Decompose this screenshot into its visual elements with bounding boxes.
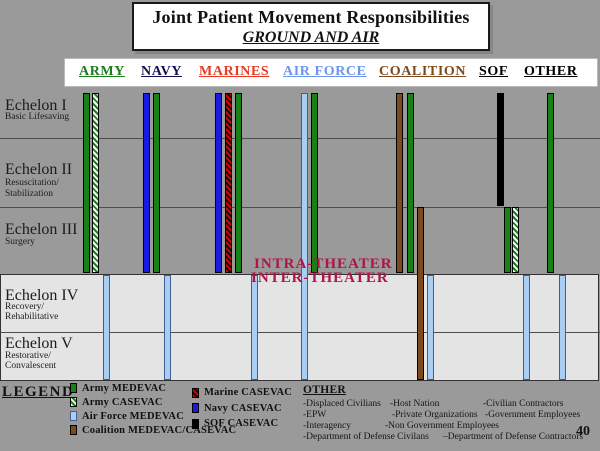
- legend-label-sof_casevac: SOF CASEVAC: [204, 418, 279, 430]
- intra-theater-label: INTRA-THEATER: [254, 256, 393, 272]
- bar-air-force-army_medevac: [311, 93, 318, 273]
- bar-air-force-af_medevac: [301, 93, 308, 380]
- legend-label-army_medevac: Army MEDEVAC: [82, 382, 167, 394]
- legend-swatch-navy_casevac: [192, 403, 199, 414]
- legend-label-af_medevac: Air Force MEDEVAC: [82, 410, 184, 422]
- legend-item-army_casevac: Army CASEVAC: [70, 395, 236, 409]
- echelon-sub-3-1: Surgery: [5, 237, 35, 247]
- echelon-name-2: Echelon II: [5, 161, 73, 178]
- other-item: -Host Nation: [390, 399, 440, 409]
- bar-coalition-army_medevac: [407, 93, 414, 273]
- column-header-army: ARMY: [79, 64, 125, 79]
- gridline-echelon4-5: [0, 332, 600, 333]
- echelon-sub-2-1: Resuscitation/: [5, 178, 59, 188]
- bar-army-army_medevac: [83, 93, 90, 273]
- echelon-sub-5-1: Restorative/: [5, 351, 51, 361]
- other-item: -Interagency: [303, 421, 351, 431]
- inter-theater-band: [0, 274, 599, 381]
- bar-coalition-coalition: [396, 93, 403, 273]
- legend-swatch-army_casevac: [70, 397, 77, 407]
- bar-marines-navy_casevac: [215, 93, 222, 273]
- bar-other-army_medevac: [547, 93, 554, 273]
- bar-coalition-af_medevac: [427, 275, 434, 380]
- legend-swatch-army_medevac: [70, 383, 77, 393]
- legend-item-marine_casevac: Marine CASEVAC: [192, 385, 292, 401]
- bar-sof-sof_casevac: [497, 93, 504, 206]
- column-header-navy: NAVY: [141, 64, 183, 79]
- column-header-coalition: COALITION: [379, 64, 467, 79]
- gridline-echelon1-2: [0, 138, 600, 139]
- bar-army-af_medevac: [103, 275, 110, 380]
- bar-sof-af_medevac: [523, 275, 530, 380]
- bar-sof-army_medevac: [504, 207, 511, 273]
- other-item: -Displaced Civilians: [303, 399, 381, 409]
- other-row-2: -EPW -Private Organizations -Government Em…: [303, 410, 600, 421]
- bar-other-af_medevac: [559, 275, 566, 380]
- echelon-sub-4-1: Recovery/: [5, 302, 45, 312]
- legend-item-coalition: Coalition MEDEVAC/CASEVAC: [70, 423, 236, 437]
- inter-theater-label: INTER-THEATER: [251, 270, 389, 286]
- bar-army-army_casevac: [92, 93, 99, 273]
- column-header-other: OTHER: [524, 64, 578, 79]
- bar-sof-army_casevac: [512, 207, 519, 273]
- echelon-name-1: Echelon I: [5, 97, 67, 114]
- legend-label-marine_casevac: Marine CASEVAC: [204, 387, 293, 399]
- legend-swatch-marine_casevac: [192, 387, 199, 398]
- bar-marines-army_medevac: [235, 93, 242, 273]
- legend-swatch-sof_casevac: [192, 418, 199, 429]
- echelon-name-4: Echelon IV: [5, 287, 79, 304]
- bar-navy-navy_casevac: [143, 93, 150, 273]
- bar-navy-af_medevac: [164, 275, 171, 380]
- column-header-strip: ARMY NAVY MARINES AIR FORCE COALITION SOF OTHE…: [64, 58, 598, 87]
- bar-navy-army_medevac: [153, 93, 160, 273]
- other-definitions-block: OTHER -Displaced Civilians -Host Nation -C…: [303, 384, 593, 442]
- legend-label-coalition: Coalition MEDEVAC/CASEVAC: [82, 424, 237, 436]
- legend-swatch-af_medevac: [70, 411, 77, 421]
- column-header-marines: MARINES: [199, 64, 270, 79]
- echelon-sub-4-2: Rehabilitative: [5, 312, 59, 322]
- legend-heading: LEGEND: [2, 384, 75, 400]
- legend-item-army_medevac: Army MEDEVAC: [70, 381, 236, 395]
- legend-item-navy_casevac: Navy CASEVAC: [192, 401, 292, 417]
- legend-item-sof_casevac: SOF CASEVAC: [192, 416, 292, 432]
- echelon-sub-2-2: Stabilization: [5, 189, 54, 199]
- other-heading: OTHER: [303, 384, 347, 396]
- legend-label-army_casevac: Army CASEVAC: [82, 396, 163, 408]
- legend-label-navy_casevac: Navy CASEVAC: [204, 402, 282, 414]
- bar-coalition-coalition: [417, 207, 424, 380]
- other-item: -Private Organizations: [392, 410, 478, 420]
- echelon-name-3: Echelon III: [5, 221, 78, 238]
- legend-column-2: Marine CASEVAC Navy CASEVAC SOF CASEVAC: [192, 385, 292, 432]
- page-number: 40: [576, 424, 590, 439]
- echelon-sub-1-1: Basic Lifesaving: [5, 112, 70, 122]
- bar-marines-marine_casevac: [225, 93, 232, 273]
- other-row-4: -Department of Defense Civilans –Departme…: [303, 432, 600, 443]
- other-item: -EPW: [303, 410, 327, 420]
- column-header-sof: SOF: [479, 64, 509, 79]
- other-item: -Civilian Contractors: [483, 399, 564, 409]
- other-item: -Non Government Employees: [385, 421, 499, 431]
- bar-marines-af_medevac: [251, 275, 258, 380]
- title-box: Joint Patient Movement Responsibilities …: [132, 2, 490, 51]
- other-row-1: -Displaced Civilians -Host Nation -Civilia…: [303, 399, 600, 410]
- other-item: -Department of Defense Civilans: [303, 432, 429, 442]
- other-row-3: -Interagency -Non Government Employees: [303, 421, 600, 432]
- legend-column-1: Army MEDEVAC Army CASEVAC Air Force MEDEVA…: [70, 381, 236, 437]
- slide-title: Joint Patient Movement Responsibilities: [152, 7, 470, 27]
- slide-subtitle: GROUND AND AIR: [242, 29, 380, 46]
- echelon-sub-5-2: Convalescent: [5, 361, 57, 371]
- gridline-echelon2-3: [0, 207, 600, 208]
- other-item: -Government Employees: [485, 410, 581, 420]
- column-header-air-force: AIR FORCE: [283, 64, 367, 79]
- echelon-name-5: Echelon V: [5, 335, 73, 352]
- other-item: –Department of Defense Contractors: [443, 432, 584, 442]
- legend-swatch-coalition: [70, 425, 77, 435]
- legend-item-af_medevac: Air Force MEDEVAC: [70, 409, 236, 423]
